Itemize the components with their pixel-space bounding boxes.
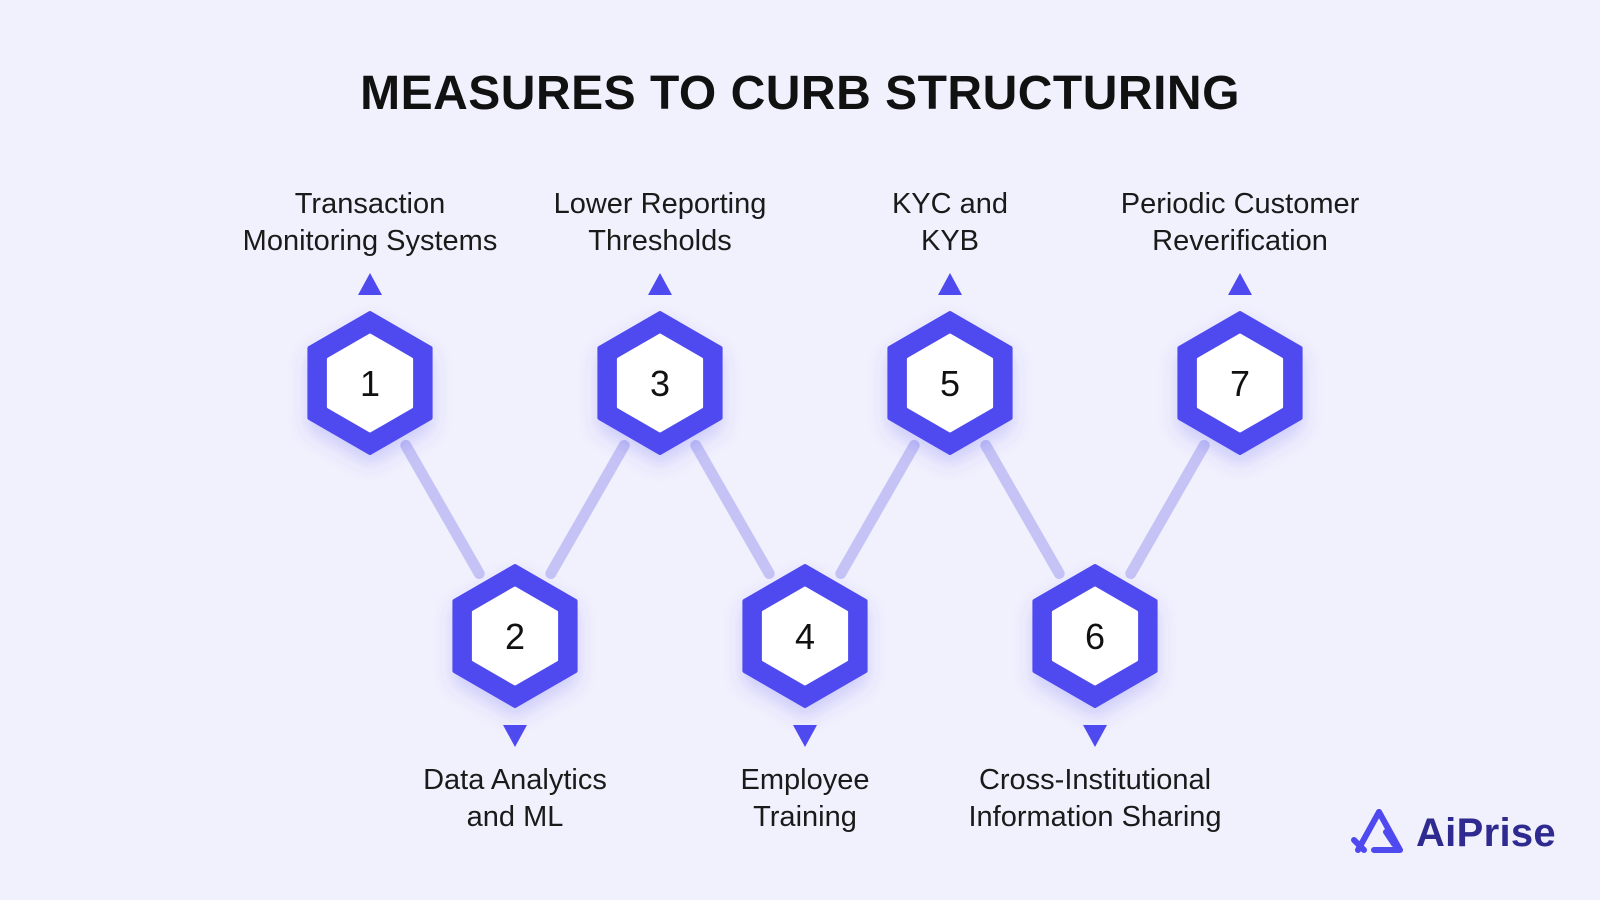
step-number: 5	[940, 363, 960, 404]
hexagon-inner	[326, 333, 414, 433]
hexagon-inner	[1051, 586, 1139, 686]
arrow-up-icon	[648, 273, 672, 295]
step-number: 3	[650, 363, 670, 404]
arrow-down-icon	[503, 725, 527, 747]
step-label-4: Employee Training	[740, 764, 870, 833]
step-node-3: 3	[597, 273, 723, 455]
step-number: 4	[795, 616, 815, 657]
arrow-up-icon	[358, 273, 382, 295]
hexagon-inner	[616, 333, 704, 433]
hexagon-inner	[906, 333, 994, 433]
step-node-1: 1	[307, 273, 433, 455]
brand-logo: AiPrise	[1350, 806, 1556, 860]
brand-name: AiPrise	[1416, 810, 1556, 855]
step-node-7: 7	[1177, 273, 1303, 455]
connector-line	[400, 439, 485, 580]
step-number: 1	[360, 363, 380, 404]
step-nodes: 1 2 3 4 5 6 7	[307, 273, 1303, 747]
step-number: 6	[1085, 616, 1105, 657]
step-number: 7	[1230, 363, 1250, 404]
connector-lines	[400, 439, 1210, 580]
connector-line	[545, 439, 630, 580]
step-node-6: 6	[1032, 564, 1158, 747]
aiprise-logo-icon	[1351, 809, 1403, 853]
step-label-5: KYC and KYB	[891, 188, 1009, 257]
arrow-up-icon	[1228, 273, 1252, 295]
connector-line	[690, 439, 775, 580]
step-label-6: Cross-Institutional Information Sharing	[968, 764, 1222, 833]
step-label-7: Periodic Customer Reverification	[1120, 188, 1360, 257]
hexagon-inner	[761, 586, 849, 686]
hexagon-inner	[1196, 333, 1284, 433]
connector-line	[835, 439, 920, 580]
arrow-down-icon	[793, 725, 817, 747]
hexagon-inner	[471, 586, 559, 686]
step-node-5: 5	[887, 273, 1013, 455]
step-node-4: 4	[742, 564, 868, 747]
step-label-1: Transaction Monitoring Systems	[242, 188, 498, 257]
connector-line	[1125, 439, 1210, 580]
connector-line	[980, 439, 1065, 580]
arrow-up-icon	[938, 273, 962, 295]
step-label-3: Lower Reporting Thresholds	[553, 188, 767, 257]
step-label-2: Data Analytics and ML	[423, 764, 607, 833]
page-title: MEASURES TO CURB STRUCTURING	[360, 67, 1240, 120]
step-node-2: 2	[452, 564, 578, 747]
step-number: 2	[505, 616, 525, 657]
arrow-down-icon	[1083, 725, 1107, 747]
